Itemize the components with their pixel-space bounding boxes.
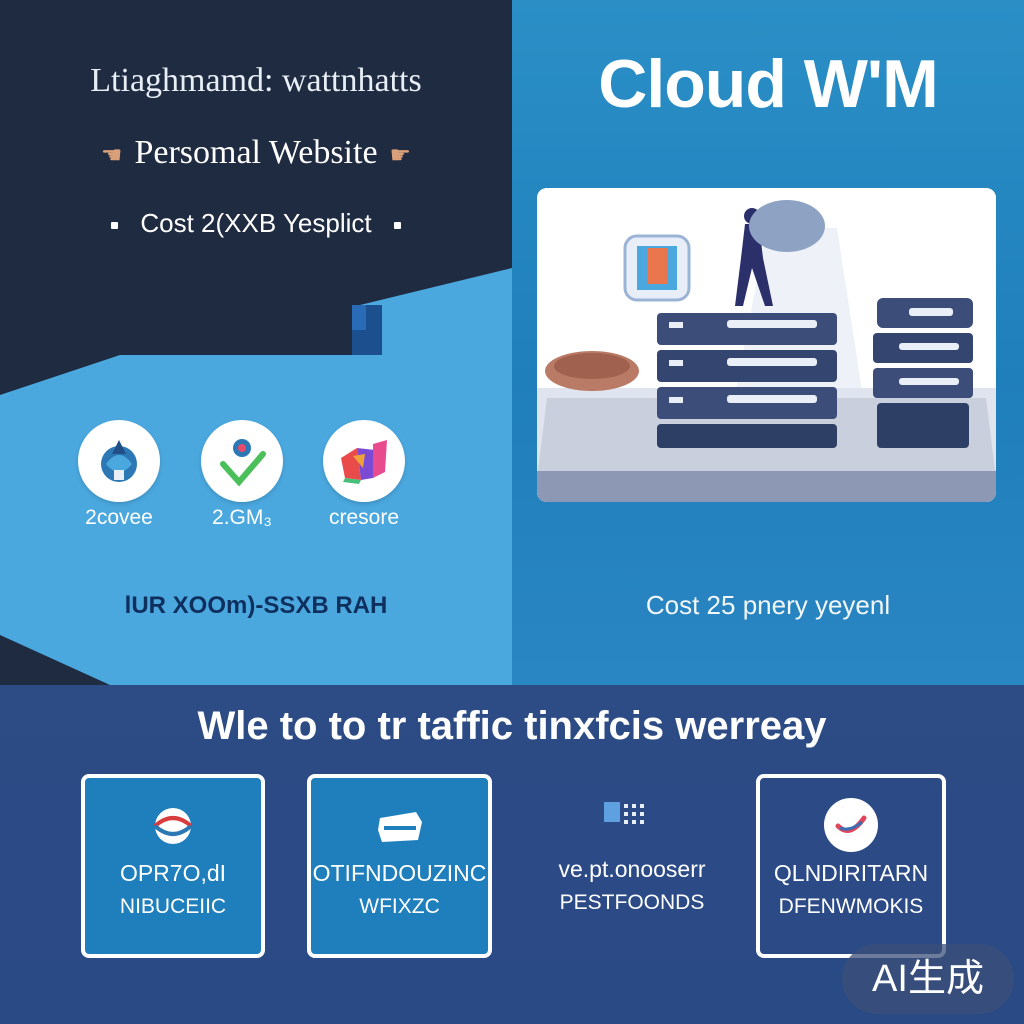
feature-line: ve.pt.onooserr xyxy=(558,856,706,882)
stat-label: 2covee xyxy=(85,506,153,529)
ai-generated-badge: AI生成 xyxy=(842,944,1014,1014)
left-background-shapes xyxy=(0,0,512,685)
cost-right: Cost 25 pnery yeyenl xyxy=(645,590,891,620)
bullet-icon xyxy=(393,221,401,229)
cloud-title: Cloud W'M xyxy=(598,46,939,122)
feature-line: QLNDIRITARN xyxy=(773,860,929,886)
server-stack-illustration xyxy=(537,188,996,502)
server-illustration-card xyxy=(537,188,996,502)
cost-left: Cost 2(XXB Yesplict xyxy=(140,208,372,238)
stat-label: 2.GM₃ xyxy=(212,506,272,529)
bottom-title: Wle to to tr taffic tinxfcis werreay xyxy=(197,704,827,748)
feature-card[interactable]: QLNDIRITARN DFENWMOKIS xyxy=(756,774,946,958)
subtitle: Persomal Website xyxy=(134,134,378,171)
stat-globe[interactable] xyxy=(78,420,160,502)
feature-line: OTIFNDOUZINC xyxy=(312,860,487,886)
feature-card[interactable]: OTIFNDOUZINC WFIXZC xyxy=(307,774,492,958)
feature-line: NIBUCEIIC xyxy=(119,895,227,918)
feature-item[interactable]: ve.pt.onooserr PESTFOONDS xyxy=(512,774,752,958)
feature-line: OPR7O,dI xyxy=(119,860,227,886)
left-panel xyxy=(0,0,512,685)
stat-shapes[interactable] xyxy=(323,420,405,502)
check-circle-icon xyxy=(760,796,942,854)
stat-label: cresore xyxy=(328,506,400,529)
bullet-icon xyxy=(111,221,119,229)
subtitle-row: ☚ Persomal Website ☛ xyxy=(0,134,512,172)
stat-check[interactable] xyxy=(201,420,283,502)
feature-line: WFIXZC xyxy=(359,895,440,918)
feature-card[interactable]: OPR7O,dI NIBUCEIIC xyxy=(81,774,265,958)
hand-right-icon: ☛ xyxy=(389,143,412,169)
stats-line: lUR XOOm)-SSXB RAH xyxy=(124,592,388,619)
cable-icon xyxy=(85,804,261,854)
feature-line: PESTFOONDS xyxy=(559,891,705,914)
cost-row-left: Cost 2(XXB Yesplict xyxy=(0,208,512,239)
shapes-icon xyxy=(341,440,387,484)
hand-left-icon: ☚ xyxy=(100,143,123,169)
checkmark-icon xyxy=(220,439,266,487)
feature-line: DFENWMOKIS xyxy=(778,895,924,918)
box-icon xyxy=(311,804,488,854)
grid-icon xyxy=(512,800,752,850)
tagline: Ltiaghmamd: wattnhatts xyxy=(90,62,422,99)
globe-icon xyxy=(101,440,137,482)
